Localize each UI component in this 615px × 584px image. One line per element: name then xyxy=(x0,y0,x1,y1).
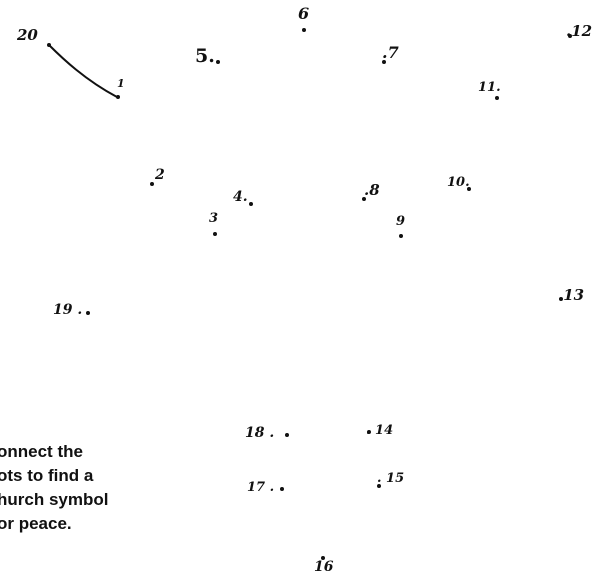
dot-label-2: 2 xyxy=(155,167,165,183)
dot-label-18: 18 . xyxy=(245,425,275,441)
instructions-line-2: ots to find a xyxy=(0,466,94,485)
instructions-line-1: onnect the xyxy=(0,442,83,461)
dot-label-5: 5. xyxy=(195,45,215,67)
dot-label-19: 19 . xyxy=(53,302,83,318)
dot-label-17: 17 . xyxy=(247,480,275,495)
dot-18[interactable] xyxy=(285,433,289,437)
dot-label-9: 9 xyxy=(396,214,406,229)
dot-6[interactable] xyxy=(302,28,306,32)
instructions-line-4: or peace. xyxy=(0,514,72,533)
dot-1[interactable] xyxy=(116,95,120,99)
dot-4[interactable] xyxy=(249,202,253,206)
dot-label-16: 16 xyxy=(314,559,334,575)
dot-19[interactable] xyxy=(86,311,90,315)
dot-label-20: 20 xyxy=(17,26,38,44)
dot-label-12: .12 xyxy=(566,22,593,40)
dot-10[interactable] xyxy=(467,187,471,191)
dot-label-1: 1 xyxy=(117,77,125,90)
instructions-text: onnect the ots to find a hurch symbol or… xyxy=(0,440,108,536)
dot-label-4: 4. xyxy=(233,189,248,205)
dot-16[interactable] xyxy=(321,556,325,560)
instructions-line-3: hurch symbol xyxy=(0,490,109,509)
dot-5[interactable] xyxy=(216,60,220,64)
dot-11[interactable] xyxy=(495,96,499,100)
dot-label-8: .8 xyxy=(364,181,380,199)
dot-2[interactable] xyxy=(150,182,154,186)
dot-3[interactable] xyxy=(213,232,217,236)
dot-label-13: .13 xyxy=(558,286,585,304)
dot-15[interactable] xyxy=(377,484,381,488)
dot-8[interactable] xyxy=(362,197,366,201)
dot-label-3: 3 xyxy=(209,211,219,226)
dot-17[interactable] xyxy=(280,487,284,491)
dot-14[interactable] xyxy=(367,430,371,434)
dot-label-11: 11. xyxy=(478,80,501,95)
dot-label-6: 6 xyxy=(298,4,310,23)
dot-20[interactable] xyxy=(47,43,51,47)
dot-9[interactable] xyxy=(399,234,403,238)
dot-label-7: .7 xyxy=(382,43,399,62)
dot-7[interactable] xyxy=(382,60,386,64)
dot-label-15: . 15 xyxy=(377,471,405,486)
dot-13[interactable] xyxy=(559,297,563,301)
dot-label-14: . 14 xyxy=(366,423,394,438)
dot-12[interactable] xyxy=(568,34,572,38)
dot-label-10: 10. xyxy=(447,175,470,190)
